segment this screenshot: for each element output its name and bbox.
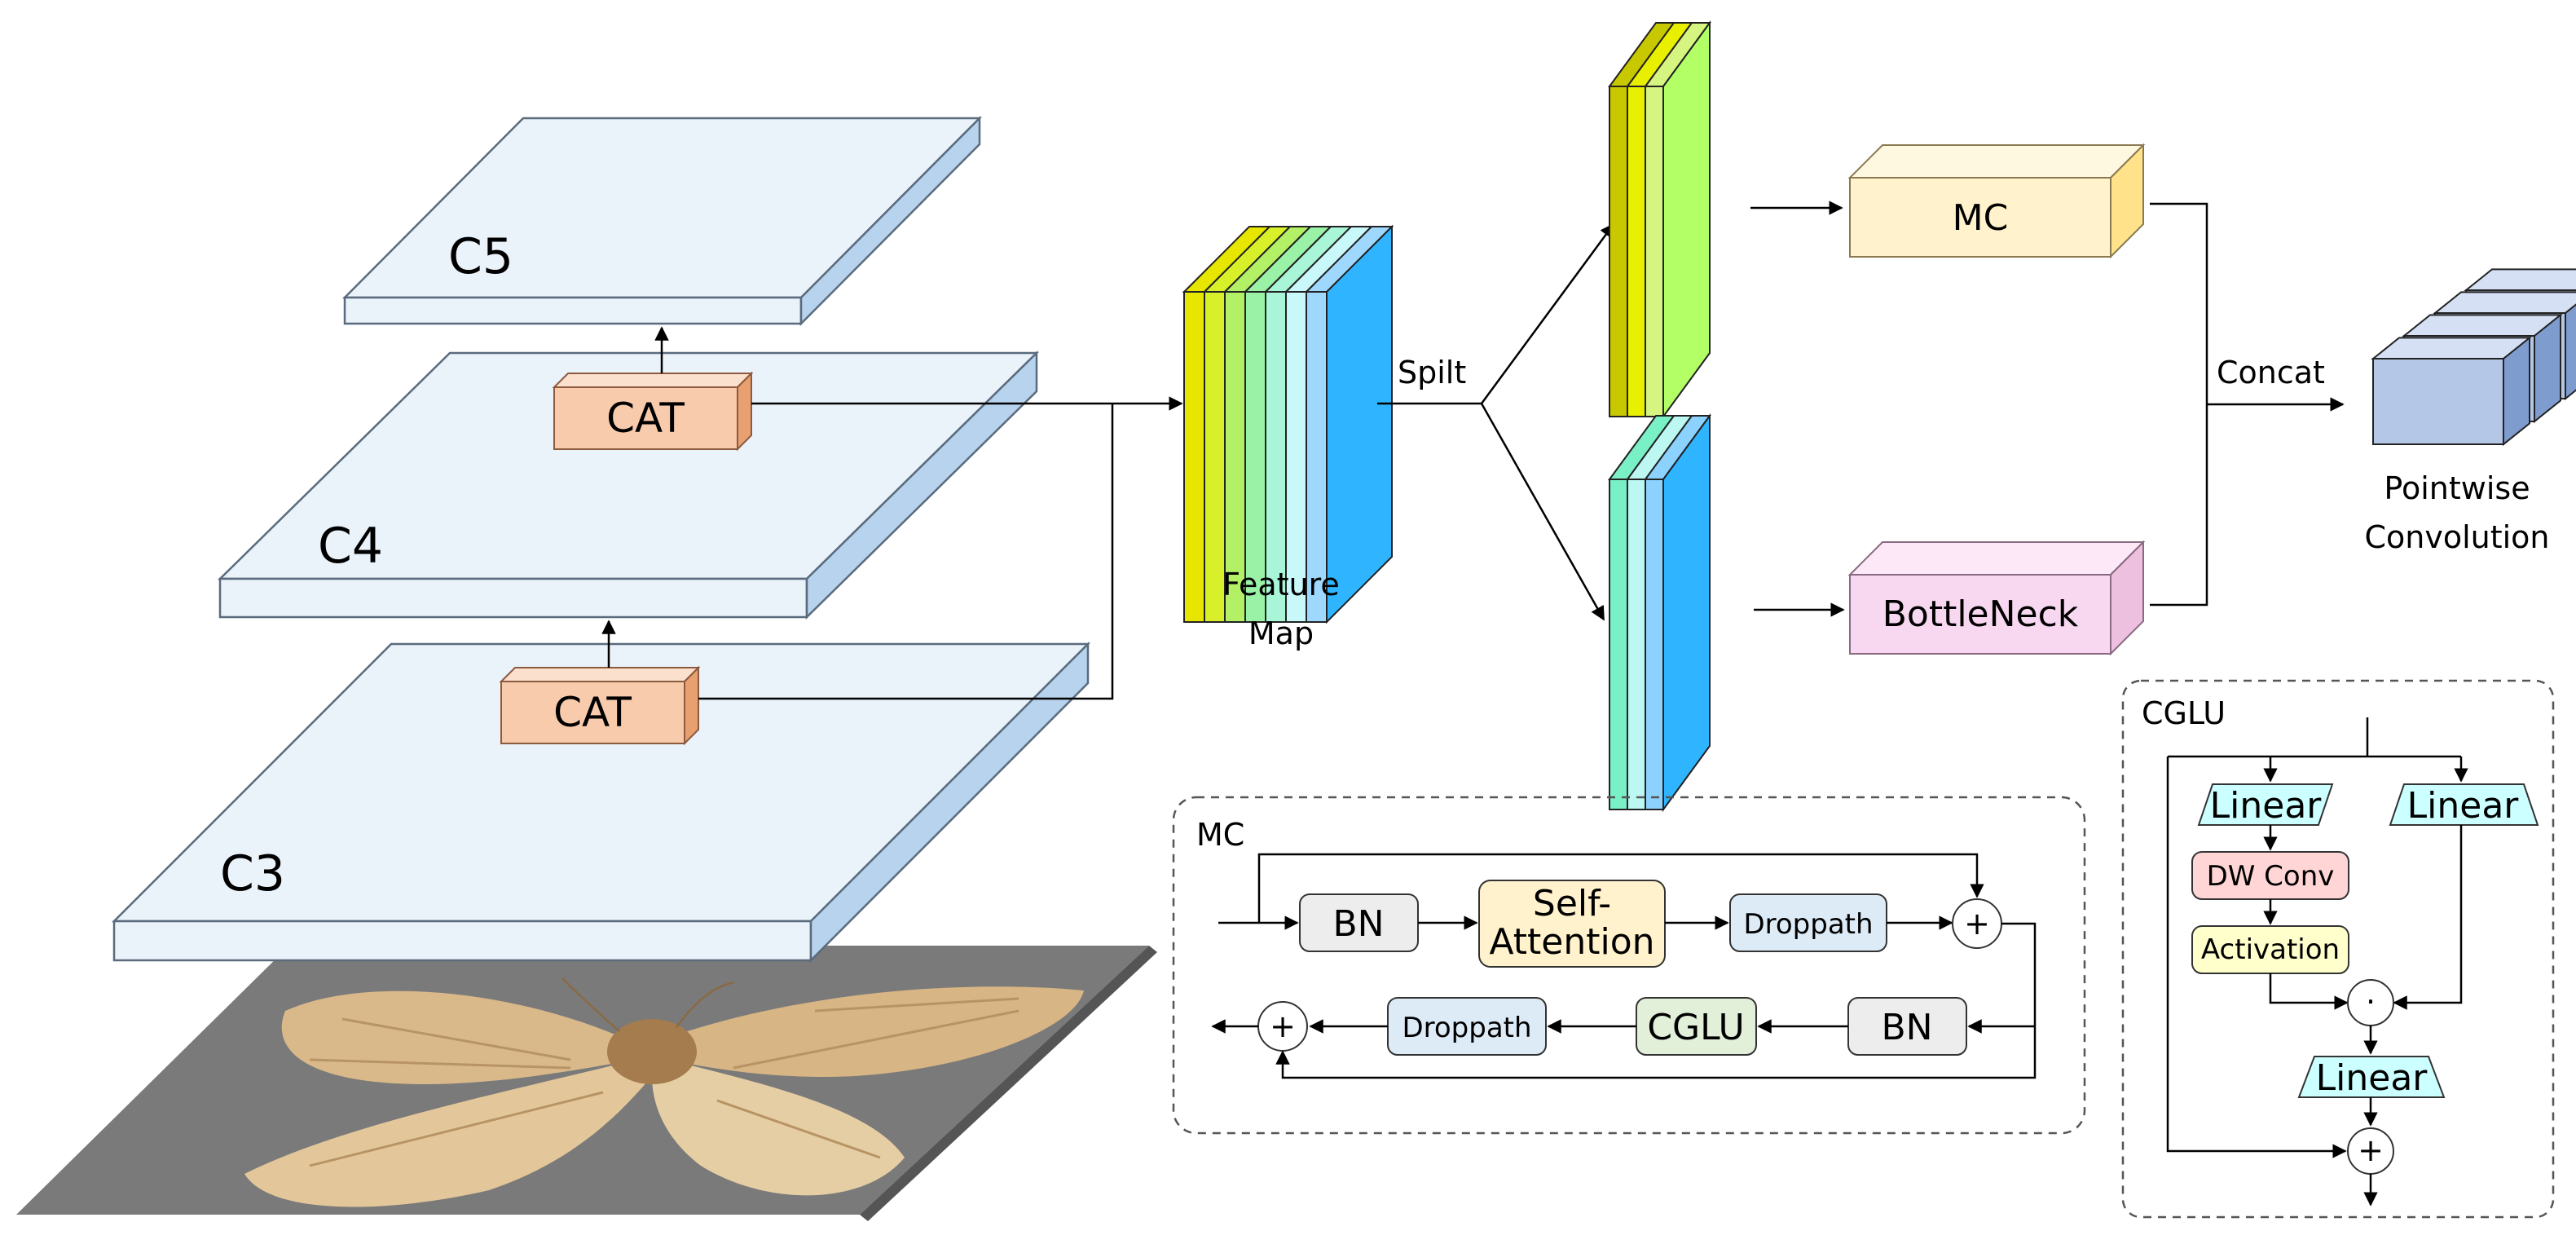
cglu-activation-label: Activation — [2201, 933, 2340, 966]
mc-module: MC BN Self- Attention Droppath + BN CGLU… — [1172, 796, 2086, 1135]
split-block-top — [1608, 20, 1711, 420]
split-bottom-slice — [1645, 479, 1664, 810]
bottleneck-block-label: BottleNeck — [1882, 593, 2079, 635]
split-block-bottom — [1608, 412, 1711, 813]
concat-label: Concat — [2217, 355, 2325, 390]
mc-add-bottom-label: + — [1270, 1008, 1296, 1044]
mc-cglu-label: CGLU — [1647, 1007, 1744, 1048]
mc-droppath-bottom-label: Droppath — [1402, 1012, 1531, 1044]
bottleneck-block: BottleNeck — [1847, 540, 2146, 656]
cat-block-upper: CAT — [552, 371, 754, 452]
feature-map-slice-side — [1326, 224, 1393, 624]
mc-module-title: MC — [1196, 817, 1244, 853]
cglu-dwconv-label: DW Conv — [2207, 860, 2335, 893]
pointwise-cube-top — [2464, 268, 2576, 291]
split-top-slice — [1609, 86, 1628, 417]
split-top-slice — [1627, 86, 1646, 417]
feature-map: Feature Map — [1182, 224, 1394, 651]
split-connections: Spilt — [1377, 223, 1615, 621]
output-label-1: Pointwise — [2384, 470, 2530, 506]
cglu-linear-bottom — [2297, 1056, 2446, 1098]
mc-module-frame — [1172, 796, 2086, 1135]
cat-to-feature-connections — [698, 396, 1183, 700]
mc-bn-top-label: BN — [1332, 903, 1384, 945]
cglu-linear-left-label: Linear — [2210, 785, 2323, 827]
split-bottom-slice — [1609, 479, 1628, 810]
feature-map-label-2: Map — [1248, 615, 1314, 651]
cat-block-lower: CAT — [499, 665, 701, 746]
layer-c5-label: C5 — [448, 228, 513, 285]
split-top-slice — [1645, 86, 1664, 417]
feature-map-slice — [1183, 291, 1205, 623]
cglu-linear-right — [2389, 783, 2539, 826]
feature-map-label-1: Feature — [1222, 567, 1340, 602]
cglu-module-frame — [2121, 679, 2555, 1219]
cglu-module: CGLU Linear Linear DW Conv Activation · … — [2121, 679, 2555, 1219]
layer-c4: C4 — [217, 351, 1040, 620]
output-label-2: Convolution — [2364, 519, 2549, 555]
moth-picture — [244, 977, 1084, 1207]
cat-lower-label: CAT — [553, 689, 632, 736]
concat-connections: Concat — [2150, 202, 2345, 607]
mc-attention-label-1: Self- — [1533, 883, 1611, 924]
cglu-module-title: CGLU — [2142, 695, 2226, 731]
split-label: Spilt — [1398, 355, 1466, 390]
cglu-linear-bottom-label: Linear — [2316, 1057, 2428, 1099]
layer-c5: C5 — [341, 115, 983, 327]
input-image — [16, 946, 1157, 1221]
cglu-linear-left — [2197, 783, 2334, 826]
mc-attention-label-2: Attention — [1489, 921, 1654, 963]
layer-c3: C3 — [111, 641, 1091, 964]
pointwise-cube-front — [2372, 358, 2504, 445]
pointwise-output — [2371, 268, 2576, 447]
split-bottom-slice — [1627, 479, 1646, 810]
mc-block: MC — [1847, 143, 2146, 259]
layer-c4-label: C4 — [318, 518, 383, 575]
split-top-slice-side — [1662, 20, 1711, 420]
cglu-linear-right-label: Linear — [2407, 785, 2520, 827]
pointwise-cube-top — [2433, 291, 2576, 314]
mc-bn-bottom-label: BN — [1881, 1007, 1932, 1048]
mc-block-label: MC — [1953, 197, 2009, 239]
cat-upper-label: CAT — [606, 395, 685, 442]
mc-add-top-label: + — [1964, 906, 1990, 942]
cglu-multiply-label: · — [2366, 984, 2376, 1020]
layer-c3-label: C3 — [220, 845, 285, 902]
mc-droppath-top-label: Droppath — [1743, 908, 1873, 941]
split-bottom-slice-side — [1662, 412, 1711, 813]
cglu-add-label: + — [2358, 1132, 2384, 1168]
